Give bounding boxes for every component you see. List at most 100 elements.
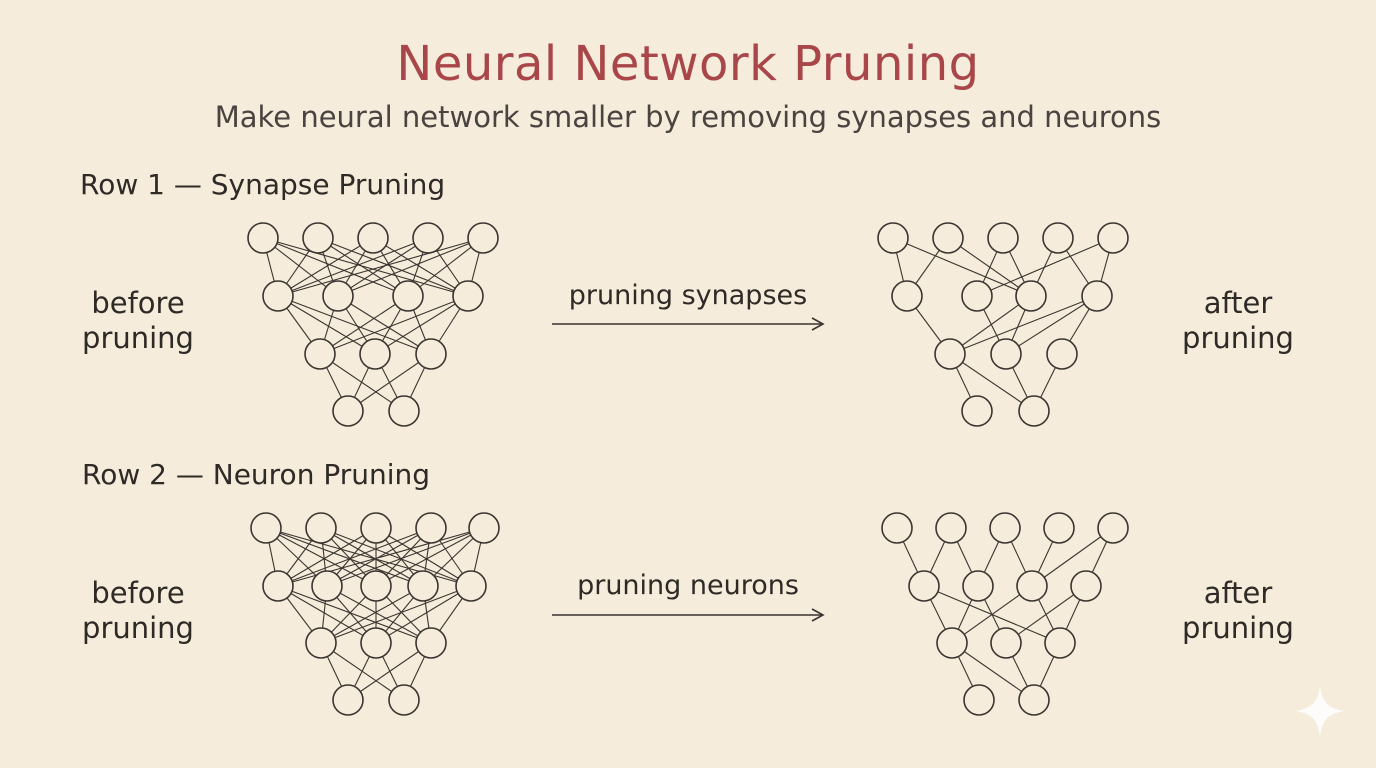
row-2-before-neuron: [388, 684, 420, 716]
row-2-before-synapse: [347, 642, 432, 701]
row-1-arrow: [552, 317, 825, 331]
row-1-before-synapse: [317, 237, 409, 297]
row-1-before-synapse: [372, 237, 469, 297]
row-2-before-synapse: [375, 527, 485, 587]
row-1-before-synapse: [262, 237, 469, 297]
row-1-before-neuron: [392, 280, 424, 312]
row-1-before-synapse: [319, 295, 469, 355]
row-1-after-neuron: [877, 222, 909, 254]
row-2-before-synapse: [320, 527, 424, 587]
row-2-after-synapse: [1005, 585, 1087, 644]
row-2-before-synapse: [277, 527, 485, 587]
row-2-before-synapse: [277, 527, 377, 587]
row-1-before-synapse: [262, 237, 409, 297]
row-2-after-neuron: [963, 684, 995, 716]
row-1-after-label: after pruning: [1148, 286, 1328, 356]
row-1-before-neuron: [357, 222, 389, 254]
row-1-after-line-2: pruning: [1182, 321, 1294, 355]
row-1-before-neuron: [262, 280, 294, 312]
row-2-arrow-label: pruning neurons: [577, 570, 799, 601]
row-1-after-synapse: [949, 295, 1032, 355]
row-2-after-synapse: [1031, 527, 1114, 587]
row-1-before-synapse: [277, 295, 432, 355]
row-1-before-neuron: [412, 222, 444, 254]
row-1-after-line-1: after: [1203, 286, 1273, 320]
row-1-before-synapse: [337, 237, 429, 297]
row-2-after-neuron: [1016, 570, 1048, 602]
row-2-before-neuron: [250, 512, 282, 544]
row-1-after-neuron: [987, 222, 1019, 254]
row-2-before-synapse: [265, 527, 472, 587]
row-2-before-neuron: [360, 512, 392, 544]
row-2-before-neuron: [311, 570, 343, 602]
row-1-before-synapse: [277, 237, 374, 297]
row-1-after-neuron: [1081, 280, 1113, 312]
row-2-after-synapse: [951, 642, 1035, 701]
row-2-before-synapse: [265, 527, 424, 587]
row-2-after-neuron: [1043, 512, 1075, 544]
row-1-before-neuron: [415, 338, 447, 370]
row-1-before-neuron: [452, 280, 484, 312]
row-2-after-neuron: [989, 512, 1021, 544]
row-1-after-neuron: [961, 395, 993, 427]
row-2-after-neuron: [990, 627, 1022, 659]
row-2-before-line-2: pruning: [82, 611, 194, 645]
row-1-after-synapse: [949, 353, 1035, 412]
row-2-before-neuron: [305, 512, 337, 544]
row-2-after-neuron: [881, 512, 913, 544]
row-1-before-neuron: [302, 222, 334, 254]
row-2-before-neuron: [262, 570, 294, 602]
row-2-before-network: [250, 512, 500, 716]
row-2-arrow: [552, 608, 825, 622]
row-1-before-line-1: before: [91, 286, 185, 320]
row-2-before-synapse: [277, 585, 377, 644]
row-1-before-synapse: [337, 295, 432, 355]
row-1-after-neuron: [1018, 395, 1050, 427]
row-2-before-synapse: [326, 527, 485, 587]
row-2-arrow-head: [811, 608, 825, 622]
row-2-before-neuron: [468, 512, 500, 544]
row-1-before-neuron: [467, 222, 499, 254]
row-1-before-synapse: [319, 295, 409, 355]
row-2-before-line-1: before: [91, 576, 185, 610]
row-2-after-neuron: [962, 570, 994, 602]
row-2-before-synapse: [320, 527, 472, 587]
row-1-before-neuron: [304, 338, 336, 370]
row-2-before-synapse: [277, 527, 432, 587]
row-1-after-synapse: [949, 295, 1098, 355]
row-2-before-synapse: [375, 527, 472, 587]
row-1-arrow-head: [811, 317, 825, 331]
sparkle-icon: [1296, 686, 1344, 736]
row-1-before-synapse: [374, 295, 469, 355]
row-1-after-neuron: [934, 338, 966, 370]
row-1-before-synapse: [277, 237, 429, 297]
row-2-after-neuron: [936, 627, 968, 659]
row-2-before-synapse: [265, 527, 377, 587]
row-1-before-label: before pruning: [48, 286, 228, 356]
row-1-after-neuron: [891, 280, 923, 312]
row-2-before-neuron: [415, 512, 447, 544]
row-2-before-neuron: [332, 684, 364, 716]
page-subtitle: Make neural network smaller by removing …: [214, 100, 1162, 134]
row-2-label: Row 2 — Neuron Pruning: [82, 458, 431, 491]
row-2-after-neuron: [1018, 684, 1050, 716]
row-1-before-synapse: [277, 295, 376, 355]
row-1-before-neuron: [322, 280, 354, 312]
row-2-before-neuron: [360, 570, 392, 602]
row-2-before-synapse: [375, 585, 472, 644]
row-2-before-neuron: [455, 570, 487, 602]
row-1-after-network: [877, 222, 1129, 427]
row-2-after-label: after pruning: [1148, 576, 1328, 646]
row-1-after-neuron: [1097, 222, 1129, 254]
row-1-after-neuron: [1046, 338, 1078, 370]
row-2-after-network: [881, 512, 1129, 716]
row-2-after-synapse: [951, 585, 1033, 644]
row-1-after-synapse: [1005, 295, 1098, 355]
row-1-after-neuron: [932, 222, 964, 254]
row-2-before-synapse: [326, 585, 432, 644]
row-2-before-synapse: [320, 585, 472, 644]
page-title: Neural Network Pruning: [396, 36, 980, 92]
row-1-arrow-label: pruning synapses: [568, 280, 808, 311]
row-1-before-network: [247, 222, 499, 427]
